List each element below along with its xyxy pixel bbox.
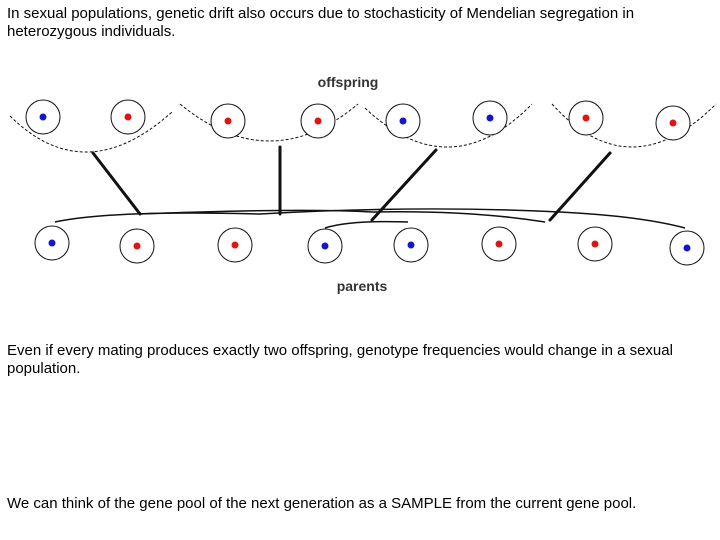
parent-individual-2 (119, 228, 155, 264)
offspring-links (91, 145, 612, 222)
offspring-individual-6 (472, 100, 508, 136)
offspring-individual-8 (655, 105, 691, 141)
offspring-arc-1 (9, 111, 173, 153)
offspring-arc-2 (179, 103, 359, 142)
parent-allele-red-2 (133, 242, 141, 250)
offspring-link-4 (548, 151, 612, 222)
parent-line-upper (139, 209, 546, 223)
offspring-link-1 (91, 151, 142, 216)
parent-allele-blue-1 (48, 239, 56, 247)
offspring-allele-blue-5 (399, 117, 407, 125)
offspring-label: offspring (318, 74, 379, 90)
offspring-allele-red-7 (582, 114, 590, 122)
offspring-individual-5 (385, 103, 421, 139)
parent-allele-blue-8 (683, 244, 691, 252)
parent-allele-red-6 (495, 240, 503, 248)
offspring-individual-4 (300, 103, 336, 139)
parent-allele-red-3 (231, 241, 239, 249)
parent-line-lower (324, 220, 409, 229)
parent-allele-blue-4 (321, 242, 329, 250)
offspring-individual-7 (568, 100, 604, 136)
bottom-text: We can think of the gene pool of the nex… (7, 495, 637, 512)
offspring-allele-red-3 (224, 117, 232, 125)
offspring-allele-red-2 (124, 113, 132, 121)
parent-individual-1 (34, 225, 70, 261)
offspring-individual-1 (25, 99, 61, 135)
parents-label: parents (337, 278, 388, 294)
parent-mating-lines (54, 208, 686, 229)
parent-individual-3 (217, 227, 253, 263)
offspring-allele-red-8 (669, 119, 677, 127)
offspring-individual-2 (110, 99, 146, 135)
parent-allele-blue-5 (407, 241, 415, 249)
offspring-individual-3 (210, 103, 246, 139)
parent-individual-4 (307, 228, 343, 264)
middle-text: Even if every mating produces exactly tw… (7, 342, 673, 377)
parent-individual-7 (577, 226, 613, 262)
parent-allele-red-7 (591, 240, 599, 248)
offspring-arc-3 (364, 103, 533, 148)
offspring-individuals (25, 99, 691, 141)
parent-line-long (54, 208, 686, 229)
offspring-allele-blue-1 (39, 113, 47, 121)
offspring-allele-red-4 (314, 117, 322, 125)
intro-text: In sexual populations, genetic drift als… (7, 5, 635, 40)
offspring-allele-blue-6 (486, 114, 494, 122)
parent-individual-6 (481, 226, 517, 262)
parent-individuals (34, 225, 705, 266)
offspring-link-3 (370, 148, 438, 222)
parent-individual-5 (393, 227, 429, 263)
parent-individual-8 (669, 230, 705, 266)
